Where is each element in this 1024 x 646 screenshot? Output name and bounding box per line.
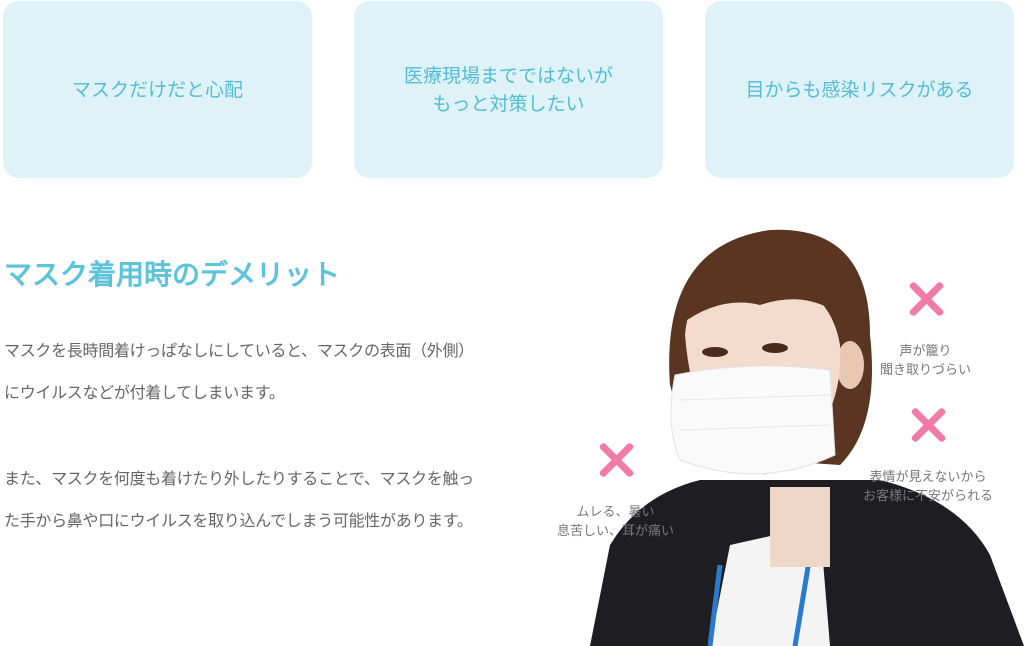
demerit-label: 声が籠り 聞き取りづらい xyxy=(880,344,972,378)
section-title: マスク着用時のデメリット xyxy=(4,258,341,291)
demerit-label: ムレる、暑い 息苦しい、耳が痛い xyxy=(557,505,675,539)
cross-icon xyxy=(906,279,946,319)
masked-woman-photo xyxy=(590,229,1024,646)
demerit-hidden-expression: 表情が見えないから お客様に不安がられる xyxy=(863,386,993,506)
demerit-muffled-voice: 声が籠り 聞き取りづらい xyxy=(880,260,971,380)
demerit-stuffy-hot: ムレる、暑い 息苦しい、耳が痛い xyxy=(557,421,674,541)
cross-icon xyxy=(908,405,948,445)
cross-icon xyxy=(596,440,636,480)
paragraph-1: マスクを長時間着けっぱなしにしていると、マスクの表面（外側）にウイルスなどが付着… xyxy=(4,341,474,402)
paragraph-2: また、マスクを何度も着けたり外したりすることで、マスクを触った手から鼻や口にウイ… xyxy=(4,469,474,530)
concern-card-more-measures: 医療現場までではないが もっと対策したい xyxy=(354,1,663,178)
concern-card-eye-risk: 目からも感染リスクがある xyxy=(705,1,1014,178)
concern-card-mask-only: マスクだけだと心配 xyxy=(3,1,312,178)
demerit-label: 表情が見えないから お客様に不安がられる xyxy=(863,470,994,504)
